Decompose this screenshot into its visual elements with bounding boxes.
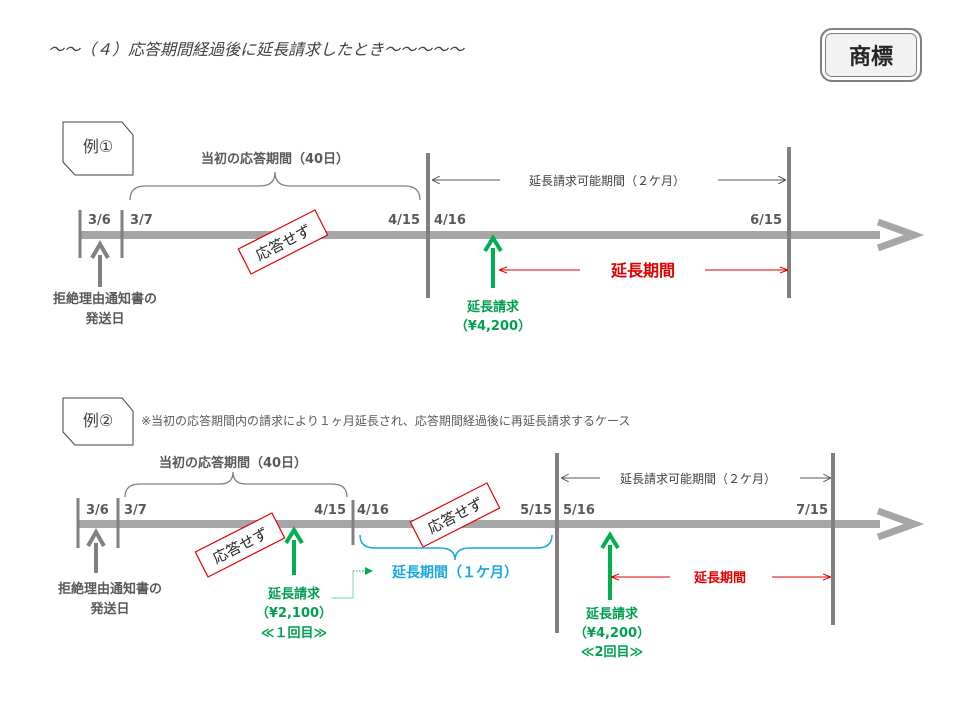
date-label: 4/16	[434, 213, 466, 228]
initial-period-brace	[124, 471, 348, 498]
initial-period-label: 当初の応答期間（40日）	[201, 151, 349, 167]
trademark-badge: 商標	[820, 28, 922, 82]
date-label: 3/7	[130, 213, 153, 228]
notice-arrow-icon	[90, 239, 110, 287]
request-label: 延長請求	[466, 299, 520, 315]
request-arrow-icon	[483, 234, 503, 288]
date-label: 6/15	[750, 213, 782, 228]
example-2-label-box	[62, 397, 134, 446]
date-label: 4/15	[388, 213, 420, 228]
initial-period-brace	[129, 171, 421, 201]
page-title: 〜〜（４）応答期間経過後に延長請求したとき〜〜〜〜〜	[48, 40, 466, 59]
notice-label: 拒絶理由通知書の	[53, 291, 157, 307]
case-note: ※当初の応答期間内の請求により１ヶ月延長され、応答期間経過後に再延長請求するケー…	[141, 413, 630, 428]
request-fee: （¥4,200）	[455, 318, 531, 334]
extension-2-label: 延長期間	[693, 570, 746, 586]
date-label: 7/15	[796, 503, 828, 518]
request-1-fee: （¥2,100）	[256, 605, 332, 621]
timeline-axis	[78, 520, 880, 528]
request-1-label: 延長請求	[267, 586, 321, 602]
notice-label: 拒絶理由通知書の	[58, 581, 162, 597]
request-1-arrow-icon	[284, 526, 304, 575]
request-2-count: ≪2回目≫	[581, 645, 643, 660]
example-2: 例② ※当初の応答期間内の請求により１ヶ月延長され、応答期間経過後に再延長請求す…	[58, 397, 925, 660]
request-2-label: 延長請求	[585, 606, 639, 622]
initial-period-label: 当初の応答期間（40日）	[159, 455, 307, 471]
no-response-stamp: 応答せず	[194, 512, 286, 578]
date-label: 3/6	[88, 213, 111, 228]
no-response-stamp: 応答せず	[237, 209, 329, 275]
timeline-arrowhead	[876, 507, 925, 541]
date-label: 3/7	[124, 503, 147, 518]
notice-label: 発送日	[84, 311, 124, 327]
notice-label: 発送日	[89, 601, 129, 617]
date-label: 3/6	[86, 503, 109, 518]
date-label: 5/16	[563, 503, 595, 518]
no-response-stamp: 応答せず	[409, 482, 501, 548]
timeline-axis	[80, 231, 880, 239]
date-label: 4/15	[314, 503, 346, 518]
example-2-label: 例②	[83, 411, 113, 430]
date-label: 4/16	[357, 503, 389, 518]
extension-1-label: 延長期間（１ケ月）	[391, 564, 518, 581]
request-1-count: ≪１回目≫	[261, 626, 327, 641]
date-label: 5/15	[520, 503, 552, 518]
example-1-label: 例①	[83, 137, 113, 156]
example-1-label-box	[62, 121, 134, 176]
possible-period-label: 延長請求可能期間（２ケ月）	[529, 174, 685, 188]
timeline-arrowhead	[876, 218, 925, 252]
example-1: 例① 当初の応答期間（40日） 3/6 3/7 4/15 4/16 6/15 拒…	[53, 121, 925, 334]
notice-arrow-icon	[86, 527, 106, 573]
extension-label: 延長期間	[610, 261, 675, 280]
connector-line	[331, 571, 354, 599]
extension-1-brace	[359, 534, 553, 561]
request-2-fee: （¥4,200）	[574, 625, 650, 641]
possible-period-label: 延長請求可能期間（２ケ月）	[620, 472, 776, 486]
request-2-arrow-icon	[600, 531, 620, 600]
